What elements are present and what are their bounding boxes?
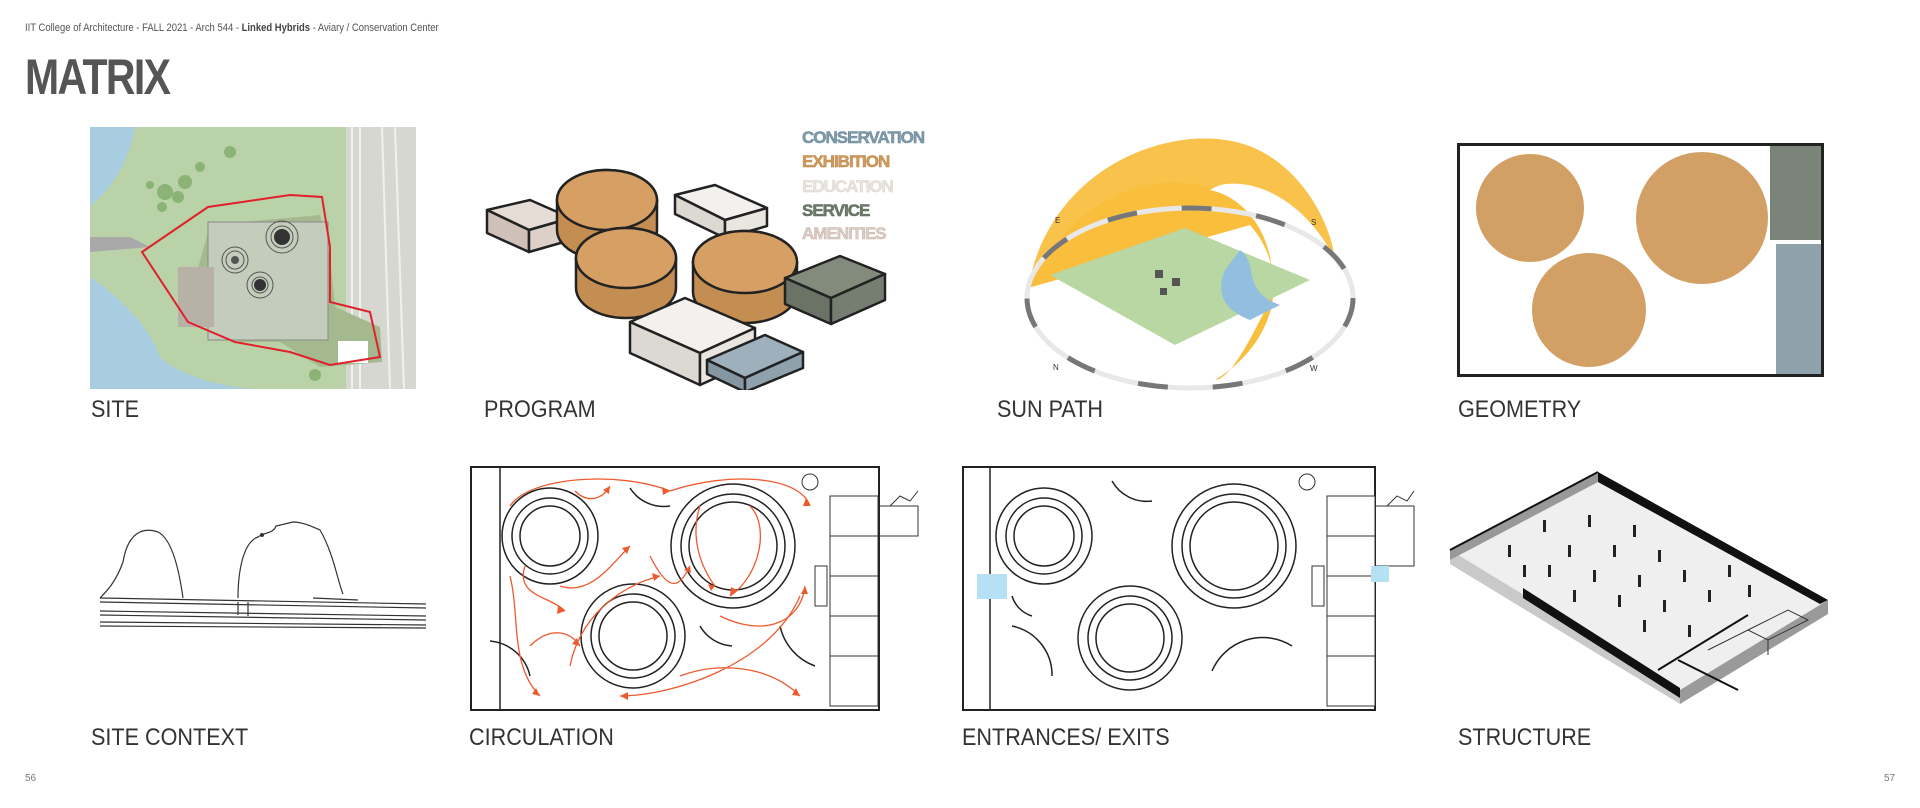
site-context-caption: SITE CONTEXT <box>91 724 249 751</box>
sun-label-s: S <box>1311 218 1316 227</box>
geometry-diagram <box>1457 143 1824 377</box>
sun-path-diagram: E S N W <box>1024 138 1356 391</box>
page-number-right: 57 <box>1884 773 1896 784</box>
header-project-name: Linked Hybrids <box>241 22 310 34</box>
structure-caption: STRUCTURE <box>1458 724 1592 751</box>
entrances-exits-caption: ENTRANCES/ EXITS <box>962 724 1170 751</box>
program-diagram <box>485 168 887 390</box>
sun-label-e: E <box>1055 216 1060 225</box>
sun-label-w: W <box>1310 364 1318 373</box>
circulation-caption: CIRCULATION <box>469 724 614 751</box>
program-caption: PROGRAM <box>484 396 596 423</box>
legend-exhibition: EXHIBITION <box>802 152 890 171</box>
legend-amenities: AMENITIES <box>802 224 886 243</box>
circulation-plan <box>470 466 919 711</box>
legend-conservation: CONSERVATION <box>802 128 925 147</box>
program-legend: CONSERVATION EXHIBITION EDUCATION SERVIC… <box>802 128 926 244</box>
page-title: MATRIX <box>25 49 171 105</box>
legend-service: SERVICE <box>802 201 870 220</box>
legend-education: EDUCATION <box>802 177 894 196</box>
structure-axonometric <box>1449 471 1828 704</box>
geometry-caption: GEOMETRY <box>1458 396 1582 423</box>
sun-path-caption: SUN PATH <box>997 396 1104 423</box>
site-context-section <box>99 521 427 629</box>
document-header: IIT College of Architecture - FALL 2021 … <box>25 22 439 34</box>
entrances-exits-plan <box>962 466 1415 711</box>
site-caption: SITE <box>91 396 140 423</box>
sun-label-n: N <box>1053 363 1059 372</box>
header-suffix: - Aviary / Conservation Center <box>309 22 439 34</box>
site-plan-image <box>90 127 416 389</box>
header-prefix: IIT College of Architecture - FALL 2021 … <box>25 22 242 34</box>
page-number-left: 56 <box>25 773 37 784</box>
